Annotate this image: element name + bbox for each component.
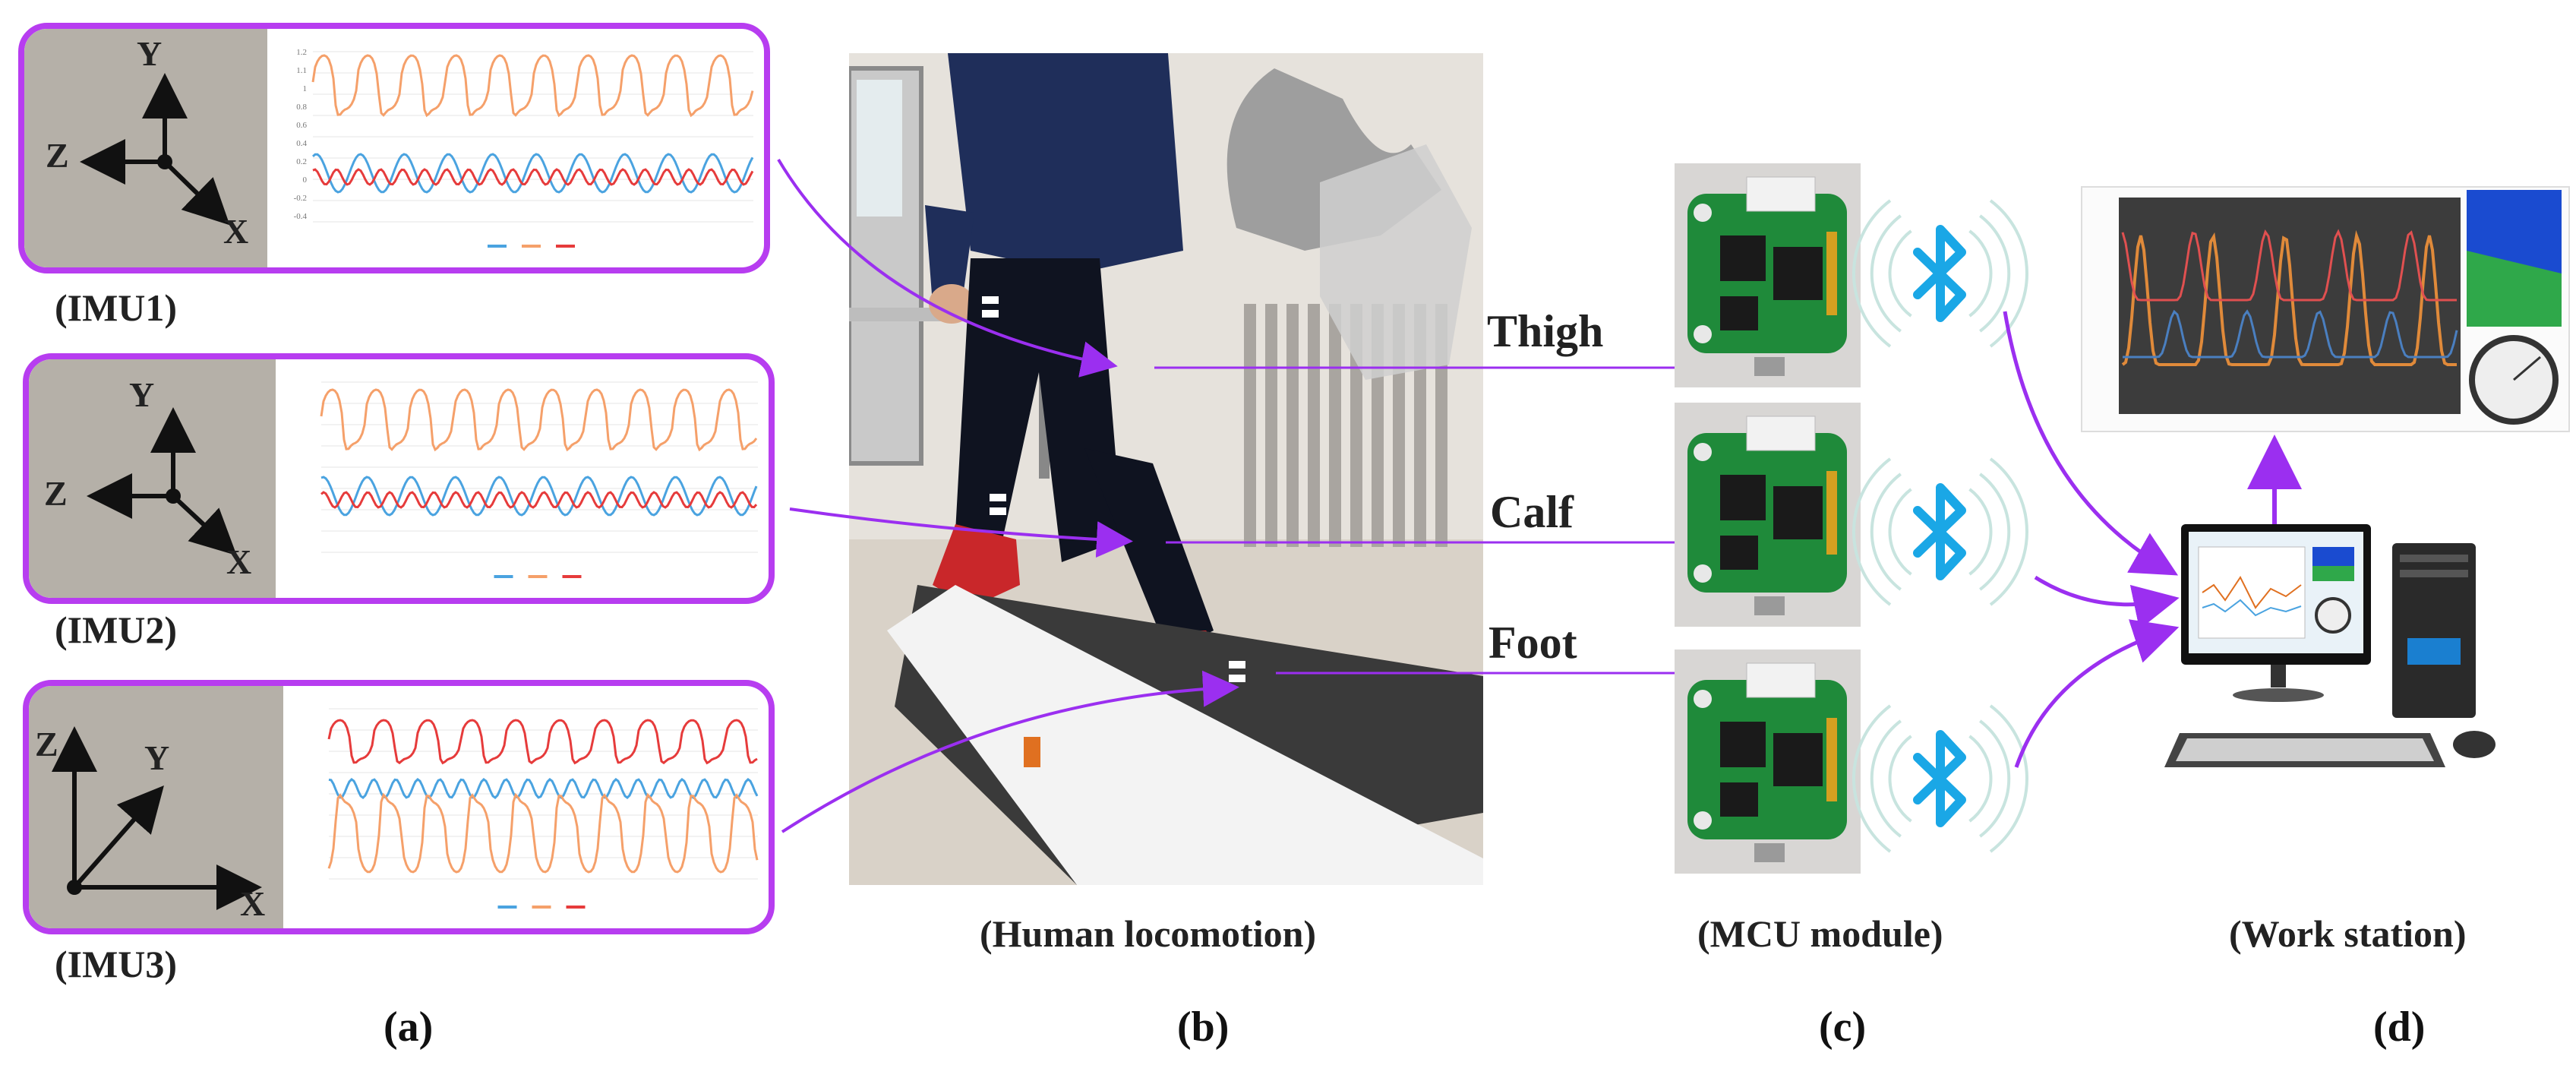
imu3-axis-z: Z bbox=[35, 725, 58, 763]
imu2-axis-y: Y bbox=[129, 375, 155, 414]
bluetooth-icon bbox=[1852, 704, 2028, 853]
series-orange-line bbox=[327, 792, 759, 874]
imu2-axes bbox=[87, 407, 237, 556]
mcu-module-foot bbox=[1675, 650, 1861, 874]
mcu-module-calf bbox=[1675, 403, 1861, 627]
imu1-signal-chart: 1.2 1.1 1 0.8 0.6 0.4 0.2 0 -0.2 -0.4 bbox=[294, 48, 754, 248]
imu2-signal-chart bbox=[320, 381, 758, 578]
bluetooth-icon bbox=[1852, 199, 2028, 348]
series-orange-line bbox=[311, 54, 754, 118]
human-locomotion-photo bbox=[849, 53, 1483, 885]
series-red-line bbox=[312, 168, 754, 186]
foot-label: Foot bbox=[1488, 618, 1577, 668]
y-tick-label: 0 bbox=[303, 175, 308, 185]
mcu-module-thigh bbox=[1675, 163, 1861, 387]
imu3-axes bbox=[52, 726, 262, 910]
treadmill-illustration bbox=[849, 53, 1483, 885]
imu1-label: (IMU1) bbox=[55, 286, 178, 329]
panel-letter-b: (b) bbox=[1177, 1004, 1230, 1051]
workstation-caption: (Work station) bbox=[2229, 912, 2467, 955]
panel-letter-d: (d) bbox=[2373, 1004, 2426, 1051]
imu3-axis-x: X bbox=[240, 884, 266, 923]
panel-letter-a: (a) bbox=[384, 1004, 434, 1051]
human-locomotion-caption: (Human locomotion) bbox=[980, 912, 1317, 955]
y-tick-label: 1 bbox=[303, 84, 308, 93]
imu3-panel: Z Y X bbox=[23, 680, 775, 934]
y-tick-label: 1.2 bbox=[296, 48, 307, 57]
computer-icon bbox=[2164, 524, 2496, 767]
imu2-axis-x: X bbox=[226, 542, 252, 581]
panel-letter-c: (c) bbox=[1819, 1004, 1867, 1051]
series-blue-line bbox=[328, 778, 759, 799]
imu2-axis-z: Z bbox=[44, 474, 68, 513]
imu3-signal-chart bbox=[327, 708, 759, 909]
imu3-axis-y: Y bbox=[144, 738, 170, 777]
series-red-line bbox=[327, 719, 758, 765]
y-tick-label: 0.6 bbox=[296, 121, 307, 130]
series-blue-line bbox=[320, 476, 758, 517]
imu1-panel: Y Z X 1.2 1.1 1 0.8 0.6 0.4 0.2 0 -0.2 -0.4 bbox=[18, 23, 770, 273]
y-tick-label: 0.4 bbox=[296, 139, 307, 148]
imu1-axis-z: Z bbox=[46, 136, 69, 175]
imu1-axis-y: Y bbox=[137, 34, 163, 73]
y-tick-label: -0.2 bbox=[294, 194, 307, 203]
calf-label: Calf bbox=[1490, 487, 1574, 537]
imu1-axes bbox=[80, 73, 230, 226]
series-red-line bbox=[320, 491, 758, 509]
imu2-label: (IMU2) bbox=[55, 608, 178, 651]
mcu-caption: (MCU module) bbox=[1697, 912, 1943, 955]
imu2-panel: Y Z X bbox=[23, 353, 775, 604]
series-blue-line bbox=[312, 153, 754, 194]
arrow-bt3-to-pc bbox=[2014, 619, 2180, 768]
thigh-label: Thigh bbox=[1487, 306, 1604, 356]
imu1-axis-x: X bbox=[223, 212, 249, 251]
workstation-screen-capture bbox=[2081, 186, 2570, 432]
series-orange-line bbox=[320, 388, 758, 452]
y-tick-label: 0.8 bbox=[296, 103, 307, 112]
y-tick-label: 1.1 bbox=[296, 66, 307, 75]
imu3-label: (IMU3) bbox=[55, 943, 178, 985]
y-tick-label: -0.4 bbox=[294, 212, 308, 221]
bluetooth-icon bbox=[1852, 457, 2028, 606]
y-tick-label: 0.2 bbox=[296, 157, 307, 166]
arrow-bt2-to-pc bbox=[2034, 575, 2180, 630]
